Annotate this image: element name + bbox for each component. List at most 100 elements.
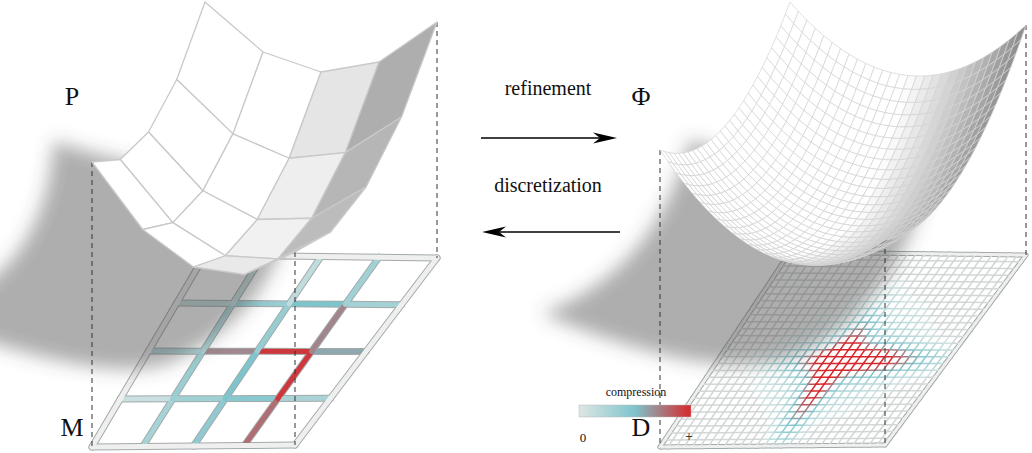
edge-outline [225, 351, 257, 398]
grid-edge [873, 343, 878, 350]
grid-edge [924, 295, 929, 302]
grid-edge [906, 309, 911, 316]
edge-outline [312, 348, 366, 355]
grid-edge [892, 281, 897, 288]
grid-edge [956, 275, 961, 282]
grid-edge [912, 288, 917, 295]
grid-edge [721, 433, 726, 440]
grid-edge [894, 404, 899, 411]
grid-edge [819, 384, 824, 391]
grid-edge [957, 295, 962, 302]
edge-outline [379, 254, 437, 262]
edge-outline [143, 443, 194, 451]
grid-edge [949, 330, 954, 337]
grid-edge [860, 315, 865, 322]
grid-edge [753, 432, 758, 439]
grid-edge [814, 357, 819, 364]
grid-edge [873, 309, 878, 316]
edge-outline [278, 395, 331, 402]
grid-edge [946, 323, 951, 330]
grid-edge [901, 350, 906, 357]
grid-edge [967, 316, 972, 323]
grid-edge [803, 418, 808, 425]
grid-edge [865, 377, 870, 384]
edge-outline [92, 399, 120, 447]
grid-edge [911, 336, 916, 343]
grid-edge [705, 384, 710, 391]
grid-edge [891, 329, 896, 336]
grid-edge [863, 322, 868, 329]
grid-edge [710, 377, 715, 384]
grid-edge [701, 391, 706, 398]
grid-edge [321, 254, 379, 260]
grid-edge [926, 316, 931, 323]
grid-edge [867, 364, 872, 371]
projection-line [885, 240, 886, 445]
grid-edge [726, 426, 731, 433]
grid-edge [225, 351, 257, 398]
grid-edge [944, 302, 949, 309]
grid-edge [813, 370, 818, 377]
grid-edge [896, 391, 901, 398]
grid-edge [908, 364, 913, 371]
grid-edge [913, 323, 918, 330]
grid-edge [844, 350, 849, 357]
grid-edge [972, 275, 977, 282]
grid-edge [868, 350, 873, 357]
grid-edge [947, 343, 952, 350]
grid-edge [863, 391, 868, 398]
grid-edge [917, 384, 922, 391]
grid-edge [889, 411, 894, 418]
grid-edge [875, 398, 880, 405]
grid-edge [785, 363, 790, 370]
projection-line [295, 252, 296, 445]
grid-edge [824, 411, 829, 418]
grid-edge [845, 405, 850, 412]
grid-edge [257, 349, 311, 354]
grid-edge [891, 398, 896, 405]
grid-edge [834, 364, 839, 371]
grid-edge [787, 384, 792, 391]
grid-edge [951, 282, 956, 289]
edge-outline [244, 398, 278, 445]
grid-edge [793, 432, 798, 439]
grid-edge [713, 433, 718, 440]
grid-edge [864, 309, 869, 316]
grid-edge [748, 405, 753, 412]
grid-edge [897, 411, 902, 418]
grid-edge [866, 398, 871, 405]
grid-edge [705, 433, 710, 440]
grid-edge [822, 425, 827, 432]
grid-edge [904, 357, 909, 364]
grid-edge [886, 404, 891, 411]
surface-face [278, 187, 366, 259]
grid-edge [746, 384, 751, 391]
grid-edge [962, 289, 967, 296]
grid-edge [941, 330, 946, 337]
grid-edge [894, 370, 899, 377]
grid-edge [910, 267, 915, 274]
grid-edge [257, 304, 289, 351]
grid-edge [894, 302, 899, 309]
grid-edge [868, 418, 873, 425]
grid-edge [844, 384, 849, 391]
edge-outline [402, 258, 438, 305]
grid-edge [895, 336, 900, 343]
grid-edge [939, 275, 944, 282]
grid-edge [942, 316, 947, 323]
grid-edge [806, 357, 811, 364]
grid-edge [858, 329, 863, 336]
grid-edge [874, 432, 879, 439]
grid-edge [798, 425, 803, 432]
grid-edge [808, 377, 813, 384]
grid-edge [769, 432, 774, 439]
grid-edge [858, 364, 863, 371]
grid-edge [881, 377, 886, 384]
edge-outline [289, 257, 321, 304]
edge-outline [244, 442, 295, 450]
surface-shadow [541, 140, 934, 365]
grid-edge [379, 255, 437, 261]
grid-edge [927, 370, 932, 377]
grid-edge [289, 301, 345, 306]
grid-edge [708, 405, 713, 412]
